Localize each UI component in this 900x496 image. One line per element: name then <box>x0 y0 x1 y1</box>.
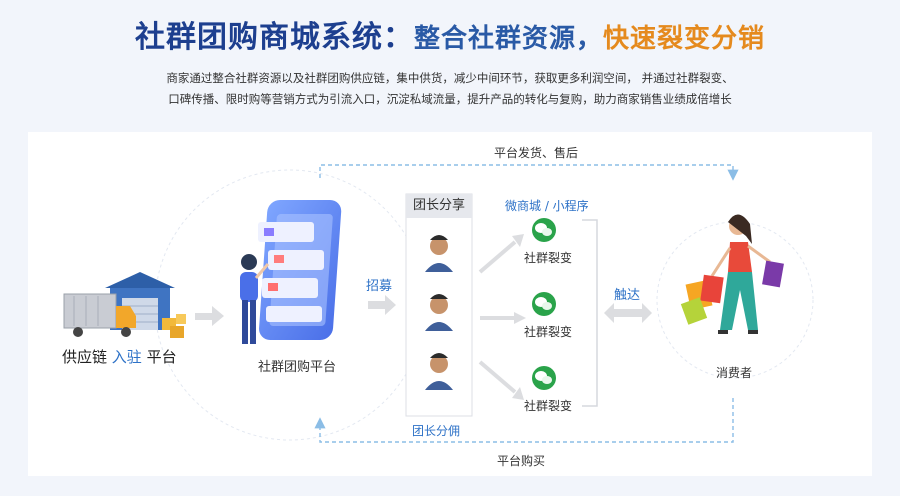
desc-line-1: 商家通过整合社群资源以及社群团购供应链，集中供货，减少中间环节，获取更多利润空间… <box>166 71 734 85</box>
fission-label: 社群裂变 <box>524 325 573 339</box>
supply-label-a: 供应链 <box>62 348 108 366</box>
supply-arrow <box>195 306 224 326</box>
bottom-flow-arrow <box>314 398 734 443</box>
recruit-label: 招募 <box>366 279 393 294</box>
mini-shop-label: 微商城 / 小程序 <box>505 199 589 213</box>
operator-person-icon <box>240 254 270 344</box>
wechat-icon <box>532 292 556 316</box>
reach-double-arrow <box>604 303 652 323</box>
phone-icon <box>258 200 342 340</box>
shopper-icon <box>680 214 784 334</box>
desc-line-2: 口碑传播、限时购等营销方式为引流入口，沉淀私域流量，提升产品的转化与复购，助力商… <box>168 92 732 106</box>
recruit-arrow <box>368 295 396 315</box>
share-arrowheads <box>512 234 526 400</box>
supply-label-b: 入驻 <box>111 348 142 366</box>
leader-avatar-icon <box>425 294 453 331</box>
bottom-flow-label: 平台购买 <box>497 454 546 468</box>
leader-avatar-icon <box>425 235 453 272</box>
reach-label: 触达 <box>614 288 641 303</box>
warehouse-icon <box>105 272 175 330</box>
wechat-icon <box>532 366 556 390</box>
fission-bracket <box>582 219 598 407</box>
truck-icon <box>63 293 136 337</box>
fission-label: 社群裂变 <box>524 251 573 265</box>
description: 商家通过整合社群资源以及社群团购供应链，集中供货，减少中间环节，获取更多利润空间… <box>110 68 790 110</box>
top-flow-label: 平台发货、售后 <box>494 146 579 160</box>
page-title: 社群团购商城系统：整合社群资源，快速裂变分销 <box>0 12 900 56</box>
share-arrows <box>478 240 517 394</box>
title-main: 社群团购商城系统： <box>134 20 414 55</box>
wechat-icon <box>532 218 556 242</box>
fission-label: 社群裂变 <box>524 399 573 413</box>
leader-avatar-icon <box>425 353 453 390</box>
platform-label: 社群团购平台 <box>258 360 337 375</box>
leader-share-label: 团长分享 <box>406 194 472 218</box>
top-flow-arrow <box>319 164 739 181</box>
supply-label: 供应链 入驻 平台 <box>62 346 177 367</box>
consumer-label: 消费者 <box>716 366 753 380</box>
leader-commission-label: 团长分佣 <box>412 424 461 438</box>
supply-label-c: 平台 <box>146 348 177 366</box>
title-accent: 快速裂变分销 <box>603 24 766 54</box>
title-mid: 整合社群资源， <box>413 24 603 54</box>
boxes-icon <box>162 314 186 338</box>
